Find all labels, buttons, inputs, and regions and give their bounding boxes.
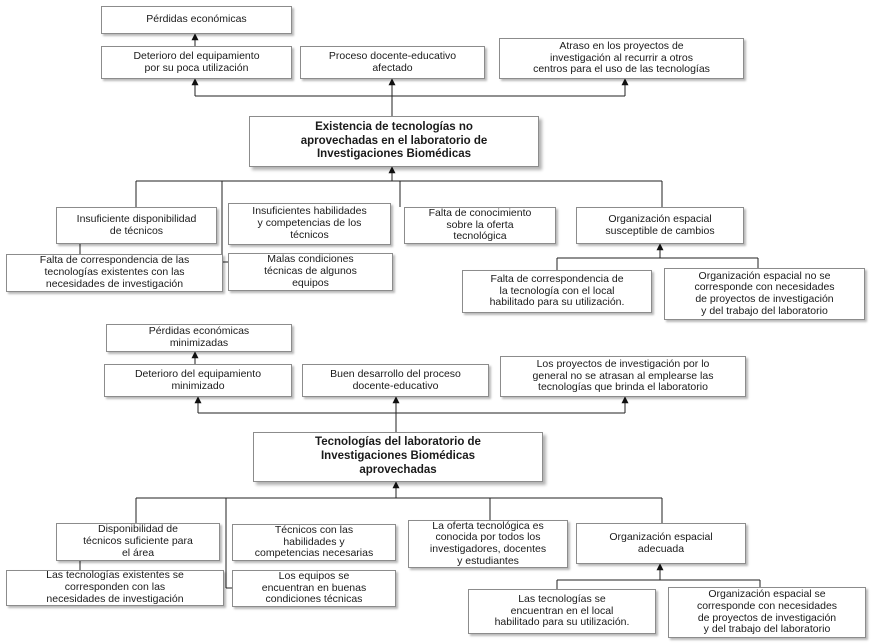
root-problem-box: Existencia de tecnologías no aprovechada…	[249, 116, 539, 167]
effect-box-3-2: Los proyectos de investigación por lo ge…	[500, 356, 746, 397]
subcause-box-4-2: Organización espacial se corresponde con…	[668, 587, 866, 638]
top-effect-box: Pérdidas económicas	[101, 6, 292, 34]
cause-box-2-2: Técnicos con las habilidades y competenc…	[232, 524, 396, 561]
cause-box-3-2: La oferta tecnológica es conocida por to…	[408, 520, 568, 568]
subcause-box-4: Organización espacial no se corresponde …	[664, 268, 865, 320]
effect-box-2-2: Buen desarrollo del proceso docente-educ…	[302, 364, 489, 397]
effect-box-1-2: Deterioro del equipamiento minimizado	[104, 364, 292, 397]
effect-box-3: Atraso en los proyectos de investigación…	[499, 38, 744, 79]
subcause-box-1-2: Las tecnologías existentes se correspond…	[6, 569, 224, 606]
root-goal-box: Tecnologías del laboratorio de Investiga…	[253, 432, 543, 482]
cause-box-1: Insuficiente disponibilidad de técnicos	[56, 207, 217, 244]
cause-box-4-2: Organización espacial adecuada	[576, 523, 746, 564]
cause-box-2: Insuficientes habilidades y competencias…	[228, 203, 391, 245]
cause-box-1-2: Disponibilidad de técnicos suficiente pa…	[56, 523, 220, 561]
effect-box-2: Proceso docente-educativo afectado	[300, 46, 485, 79]
top-effect-box-2: Pérdidas económicas minimizadas	[106, 324, 292, 352]
subcause-box-2: Malas condiciones técnicas de algunos eq…	[228, 253, 393, 291]
subcause-box-2-2: Los equipos se encuentran en buenas cond…	[232, 570, 396, 607]
effect-box-1: Deterioro del equipamiento por su poca u…	[101, 46, 292, 79]
cause-box-4: Organización espacial susceptible de cam…	[576, 207, 744, 244]
cause-box-3: Falta de conocimiento sobre la oferta te…	[404, 207, 556, 244]
subcause-box-3: Falta de correspondencia de la tecnologí…	[462, 270, 652, 313]
subcause-box-3-2: Las tecnologías se encuentran en el loca…	[468, 589, 656, 634]
subcause-box-1: Falta de correspondencia de las tecnolog…	[6, 254, 223, 292]
